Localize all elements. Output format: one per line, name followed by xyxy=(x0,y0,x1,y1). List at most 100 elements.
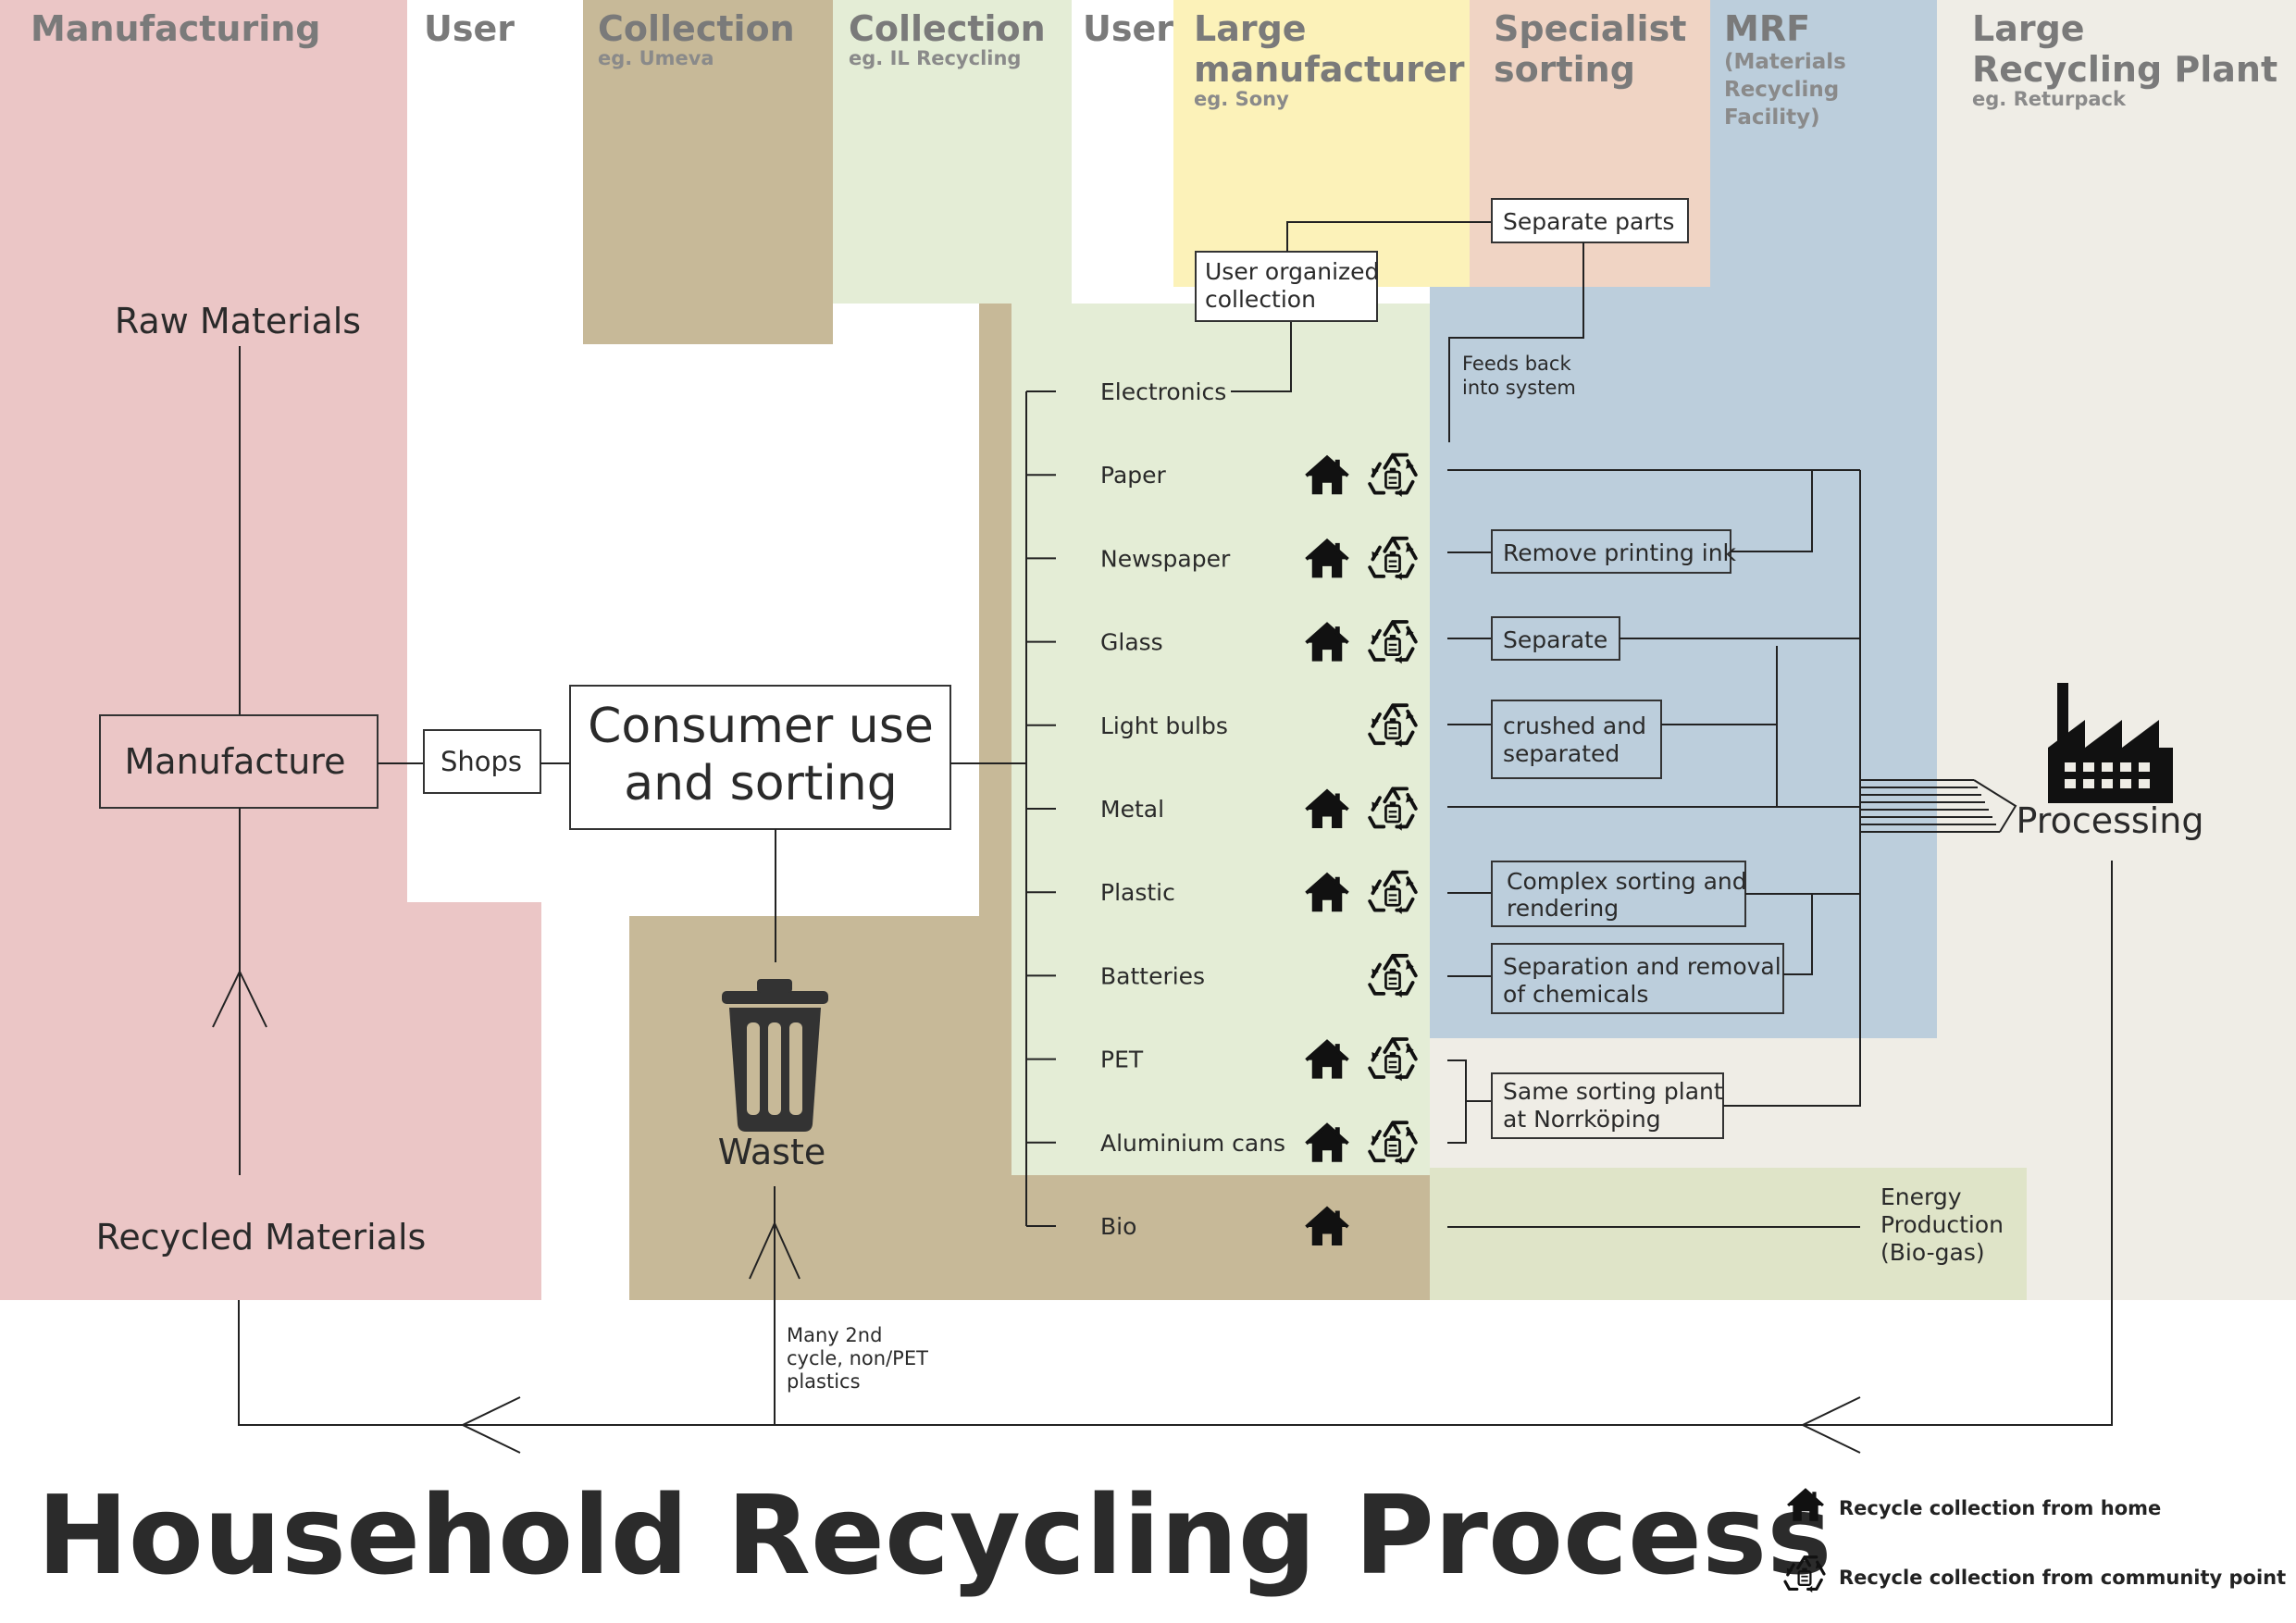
complex-label-1: Complex sorting and xyxy=(1507,868,1747,895)
lane-title-specialist-2: sorting xyxy=(1494,49,1635,90)
user-collection-to-separate-parts-line xyxy=(1286,221,1492,252)
waste-note-2: cycle, non/PET xyxy=(787,1347,928,1369)
waste-note-3: plastics xyxy=(787,1370,861,1393)
lane-title-specialist-1: Specialist xyxy=(1494,8,1686,49)
processing-label: Processing xyxy=(2017,800,2204,841)
raw-materials-label: Raw Materials xyxy=(115,301,361,341)
separation-label-1: Separation and removal xyxy=(1503,953,1781,980)
crushed-label-2: separated xyxy=(1503,740,1620,767)
material-label: Newspaper xyxy=(1100,545,1231,572)
feeds-back-label-1: Feeds back xyxy=(1462,353,1571,375)
manufacturing-flow: Raw Materials Manufacture Recycled Mater… xyxy=(96,301,427,1258)
legend: Recycle collection from home Recycle col… xyxy=(1783,1488,2286,1593)
separation-to-main-line xyxy=(1783,894,1813,975)
lane-sub-large-manufacturer: eg. Sony xyxy=(1194,88,1289,110)
remove-printing-ink-label: Remove printing ink xyxy=(1503,539,1737,566)
separate-parts-feedback-line xyxy=(1448,242,1584,442)
ink-to-main-line xyxy=(1731,470,1813,552)
factory-icon xyxy=(2048,683,2173,803)
shops-label: Shops xyxy=(441,746,522,777)
pet-cans-bracket xyxy=(1447,1059,1492,1144)
lane-sub-mrf-3: Facility) xyxy=(1724,105,1820,130)
lane-bg-manufacturing-bottom xyxy=(0,902,407,1300)
material-label: PET xyxy=(1100,1047,1144,1073)
crushed-label-1: crushed and xyxy=(1503,712,1646,739)
consumer-use-label-2: and sorting xyxy=(624,756,897,812)
complex-label-2: rendering xyxy=(1507,895,1619,922)
separation-label-2: of chemicals xyxy=(1503,981,1648,1008)
trash-can-icon xyxy=(722,979,828,1132)
lane-bg-manufacturing-lower xyxy=(407,902,541,1300)
lane-title-collection-umeva: Collection xyxy=(598,8,795,49)
lane-title-large-manufacturer-2: manufacturer xyxy=(1194,49,1465,90)
material-label: Light bulbs xyxy=(1100,712,1228,739)
electronics-to-user-collection-line xyxy=(1231,321,1292,392)
lane-bg-collection-il-top xyxy=(833,0,1072,304)
user-organized-label-2: collection xyxy=(1205,286,1316,313)
lane-headings: Manufacturing User Collection eg. Umeva … xyxy=(31,8,2277,130)
material-row: Paper xyxy=(1026,452,1418,499)
material-row: Light bulbs xyxy=(1026,703,1418,749)
separate-parts-box xyxy=(1491,198,1689,243)
recycled-materials-label: Recycled Materials xyxy=(96,1217,427,1258)
material-label: Paper xyxy=(1100,462,1167,489)
separate-parts-label: Separate parts xyxy=(1503,208,1674,235)
processing-feed-lines xyxy=(1860,779,2000,833)
upward-arrowhead xyxy=(212,969,267,1028)
return-arrowhead-left xyxy=(460,1396,521,1454)
lane-title-recycling-plant-2: Recycling Plant xyxy=(1972,49,2277,90)
material-row: Bio xyxy=(1026,1207,1350,1247)
same-plant-label-2: at Norrköping xyxy=(1503,1106,1661,1133)
consumer-use-label-1: Consumer use xyxy=(588,699,934,754)
crushed-separated-box xyxy=(1491,700,1662,779)
same-plant-label-1: Same sorting plant xyxy=(1503,1078,1723,1105)
separation-chemicals-box xyxy=(1491,943,1784,1014)
lane-bg-mrf-top xyxy=(1710,0,1937,287)
legend-community-label: Recycle collection from community point xyxy=(1839,1567,2286,1589)
mrf-processing: Remove printing ink Separate crushed and… xyxy=(1447,469,2017,1144)
lane-bg-manufacturing xyxy=(0,0,407,902)
material-label: Glass xyxy=(1100,629,1163,656)
legend-home-label: Recycle collection from home xyxy=(1839,1497,2161,1519)
lane-sub-collection-il: eg. IL Recycling xyxy=(849,47,1021,69)
lane-sub-mrf-1: (Materials xyxy=(1724,50,1846,74)
material-row: Batteries xyxy=(1026,953,1418,999)
material-row: Electronics xyxy=(1026,378,1226,405)
feeds-back-label-2: into system xyxy=(1462,377,1576,399)
waste-group: Waste Many 2nd cycle, non/PET plastics xyxy=(718,979,928,1425)
lane-title-collection-il: Collection xyxy=(849,8,1046,49)
lane-title-manufacturing: Manufacturing xyxy=(31,8,321,49)
return-loop-line xyxy=(238,861,2113,1426)
consumer-flow: Shops Consumer use and sorting xyxy=(378,685,1026,962)
material-row: Aluminium cans xyxy=(1026,1121,1418,1166)
electronics-flow: User organized collection Separate parts… xyxy=(1195,198,1689,442)
material-label: Aluminium cans xyxy=(1100,1130,1285,1157)
lane-bg-energy xyxy=(1430,1168,2027,1300)
lane-title-user: User xyxy=(424,8,515,49)
shops-box xyxy=(423,729,541,794)
waste-label: Waste xyxy=(718,1132,826,1172)
lane-backgrounds xyxy=(0,0,2296,1300)
lane-bg-mrf xyxy=(1430,287,1937,1038)
material-row: Metal xyxy=(1026,787,1418,832)
material-label: Bio xyxy=(1100,1213,1136,1240)
processing-group: Processing Energy Production (Bio-gas) xyxy=(238,683,2204,1454)
lane-bg-collection-il-upper xyxy=(1072,426,1430,1175)
separate-label: Separate xyxy=(1503,626,1607,653)
lane-bg-collection-umeva-top xyxy=(583,0,833,344)
material-row: Plastic xyxy=(1026,870,1418,916)
main-collector-line xyxy=(1723,470,1861,1107)
material-label: Electronics xyxy=(1100,378,1226,405)
page-title: Household Recycling Process xyxy=(37,1471,1832,1599)
user-organized-label-1: User organized xyxy=(1205,258,1379,285)
lane-title-mrf: MRF xyxy=(1724,8,1810,49)
lane-title-recycling-plant-1: Large xyxy=(1972,8,2085,49)
lane-title-large-manufacturer-1: Large xyxy=(1194,8,1307,49)
lane-bg-large-manufacturer xyxy=(1173,0,1470,287)
material-row: Newspaper xyxy=(1026,536,1418,582)
user-organized-collection-box xyxy=(1195,251,1378,322)
material-label: Metal xyxy=(1100,796,1164,823)
material-label: Plastic xyxy=(1100,879,1175,906)
